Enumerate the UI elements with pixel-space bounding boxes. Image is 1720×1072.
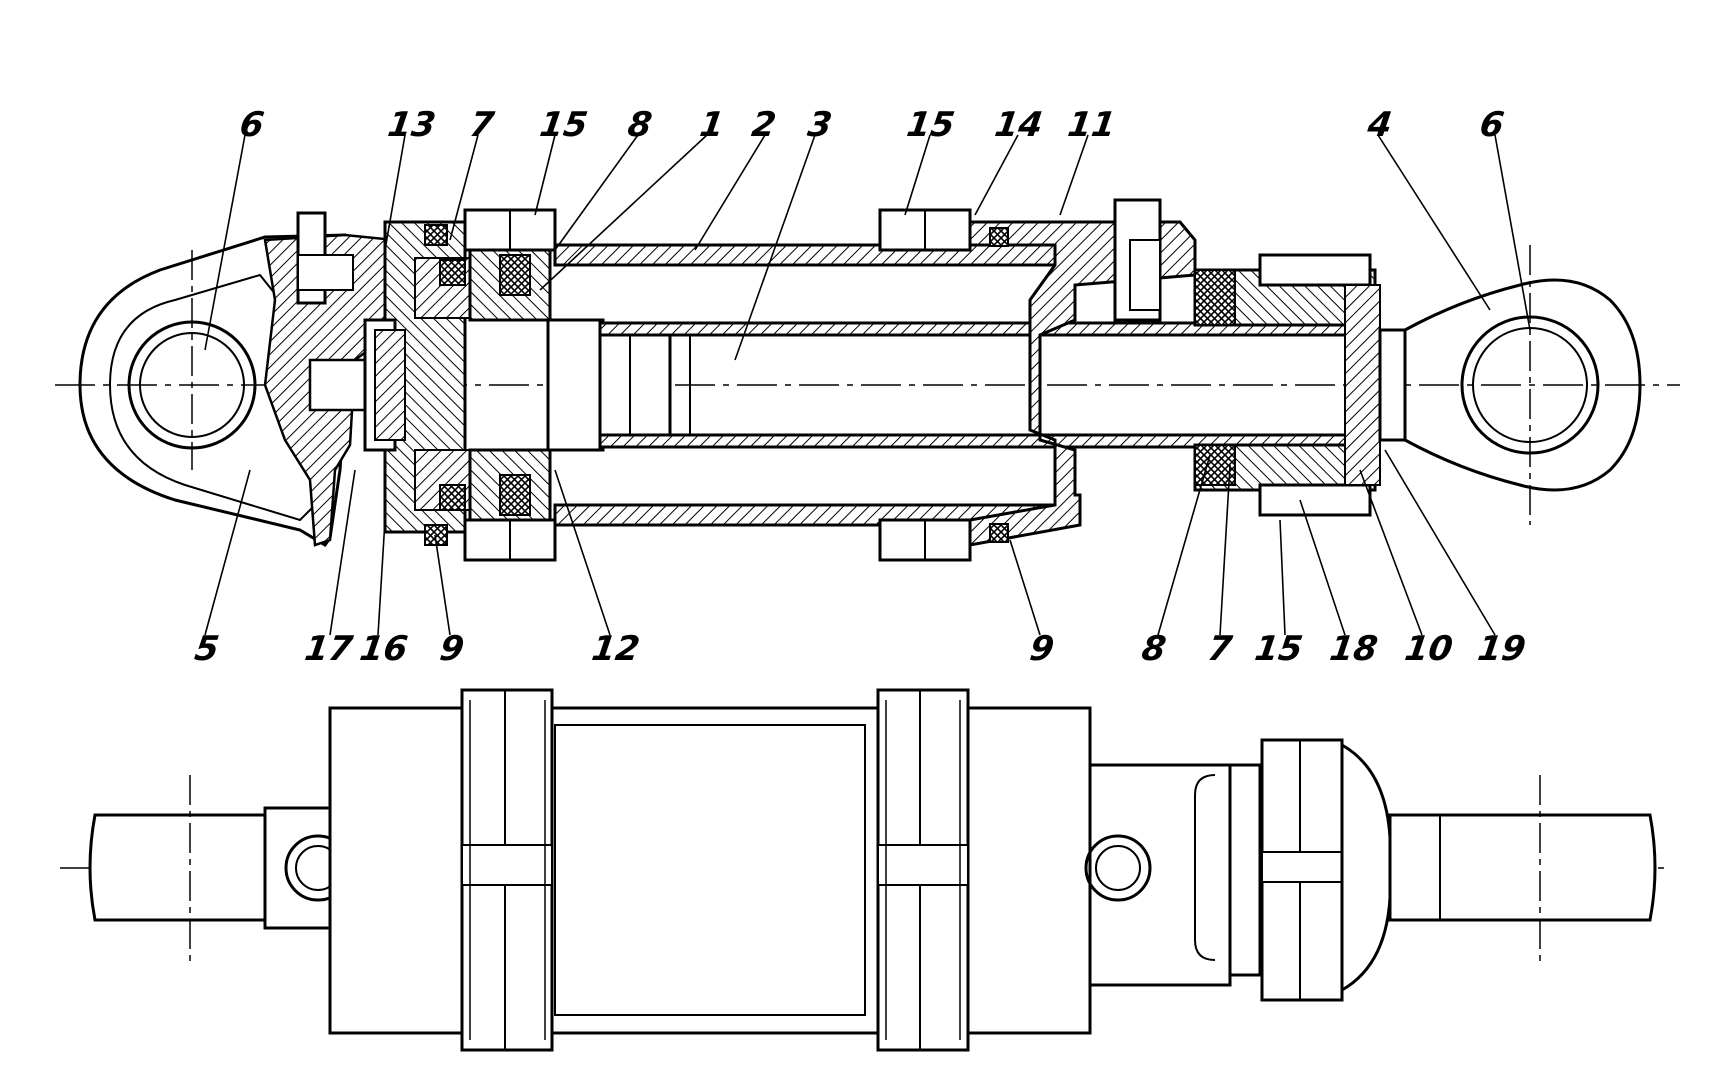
left-eye-mount <box>78 211 397 547</box>
callout-bottom-10: 10 <box>1402 629 1456 669</box>
callout-bottom-12: 12 <box>589 629 643 669</box>
callout-bottom-19: 19 <box>1475 629 1529 669</box>
callout-top-15-mid: 15 <box>904 105 958 145</box>
right-rod-gland <box>1193 253 1407 517</box>
callout-top-4: 4 <box>1365 105 1395 145</box>
callout-bottom-17: 17 <box>302 629 356 669</box>
callout-top-6-right: 6 <box>1477 105 1507 145</box>
callout-bottom-7: 7 <box>1205 629 1235 669</box>
section-view <box>55 134 1680 636</box>
side-right-nut-ring <box>1228 738 1392 1002</box>
callout-top-15-left: 15 <box>537 105 591 145</box>
callout-bottom-8: 8 <box>1139 629 1169 669</box>
callout-top-3: 3 <box>805 105 835 145</box>
callout-bottom-15: 15 <box>1252 629 1306 669</box>
callout-top-14: 14 <box>992 105 1046 145</box>
callout-top-8: 8 <box>625 105 655 145</box>
bottom-leader-lines <box>204 449 1496 636</box>
callout-bottom-5: 5 <box>192 629 222 669</box>
left-rod-stub <box>88 813 267 922</box>
callout-top-13: 13 <box>385 105 439 145</box>
right-neck <box>1088 763 1232 987</box>
side-view <box>60 688 1670 1052</box>
callout-bottom-9-left: 9 <box>437 629 467 669</box>
left-end-cap <box>363 220 471 546</box>
right-rod-stub <box>1388 813 1657 922</box>
callout-top-11: 11 <box>1065 105 1119 145</box>
left-nut-ring <box>463 208 557 562</box>
side-middle-nut-ring <box>876 688 970 1052</box>
callout-bottom-16: 16 <box>357 629 411 669</box>
callout-top-2: 2 <box>749 105 779 145</box>
piston-rod <box>598 321 1372 449</box>
middle-gland <box>878 198 1197 562</box>
side-left-nut-ring <box>460 688 554 1052</box>
left-eye-inner-ring <box>139 332 245 438</box>
callout-top-6-left: 6 <box>237 105 267 145</box>
callout-bottom-18: 18 <box>1327 629 1381 669</box>
callout-top-1: 1 <box>697 105 727 145</box>
top-leader-lines <box>204 134 1531 361</box>
callout-top-7: 7 <box>467 105 497 145</box>
callout-bottom-9-right: 9 <box>1027 629 1057 669</box>
